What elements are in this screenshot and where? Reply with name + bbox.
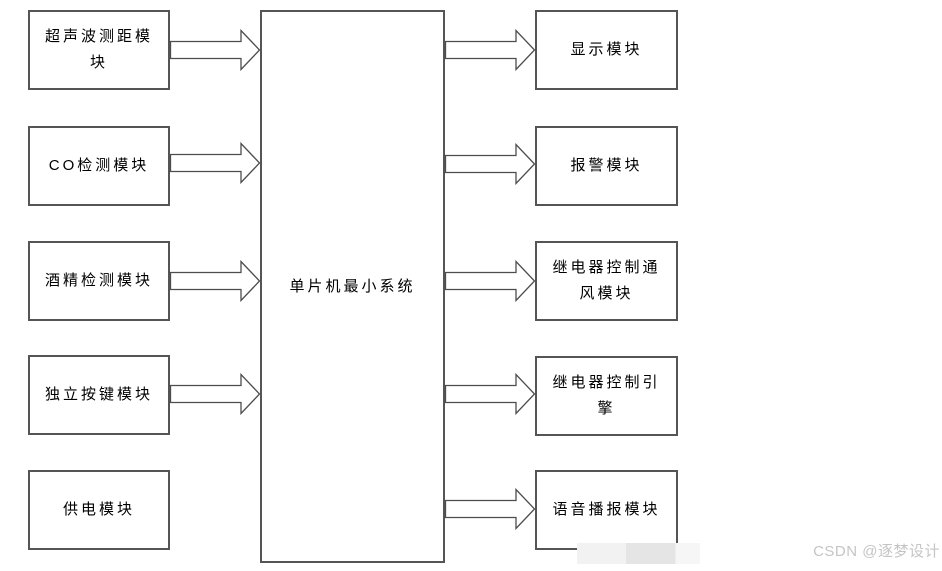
module-box-mcu-core: 单片机最小系统 [260,10,445,563]
module-box-alarm: 报警模块 [535,126,678,206]
arrow-buttons-to-mcu-icon [169,373,261,415]
module-label-ultrasonic: 超声波测距模块 [44,28,153,71]
arrow-mcu-to-alarm-icon [444,143,536,185]
module-label-relay-fan: 继电器控制通风模块 [552,259,661,302]
module-box-voice: 语音播报模块 [535,470,678,550]
watermark-blur-patch [577,543,700,564]
arrow-mcu-to-voice-icon [444,488,536,530]
module-label-power: 供电模块 [62,501,135,518]
module-box-ultrasonic: 超声波测距模块 [28,10,170,90]
arrow-mcu-to-display-icon [444,29,536,71]
module-label-voice: 语音播报模块 [552,501,661,518]
module-box-alcohol: 酒精检测模块 [28,241,170,321]
module-box-relay-engine: 继电器控制引擎 [535,356,678,436]
arrow-mcu-to-relay-fan-icon [444,260,536,302]
arrow-ultrasonic-to-mcu-icon [169,29,261,71]
module-label-mcu-core: 单片机最小系统 [289,277,416,295]
arrow-mcu-to-relay-engine-icon [444,373,536,415]
arrow-alcohol-to-mcu-icon [169,260,261,302]
module-label-alarm: 报警模块 [570,157,643,174]
module-box-relay-fan: 继电器控制通风模块 [535,241,678,321]
module-box-buttons: 独立按键模块 [28,355,170,435]
module-box-display: 显示模块 [535,10,678,90]
watermark-text: CSDN @逐梦设计 [813,543,940,560]
module-box-co-detect: CO检测模块 [28,126,170,206]
module-label-co-detect: CO检测模块 [48,157,150,174]
module-label-relay-engine: 继电器控制引擎 [552,374,661,417]
module-label-buttons: 独立按键模块 [44,386,153,403]
arrow-co-detect-to-mcu-icon [169,142,261,184]
module-label-alcohol: 酒精检测模块 [44,272,153,289]
module-label-display: 显示模块 [570,41,643,58]
module-box-power: 供电模块 [28,470,170,550]
